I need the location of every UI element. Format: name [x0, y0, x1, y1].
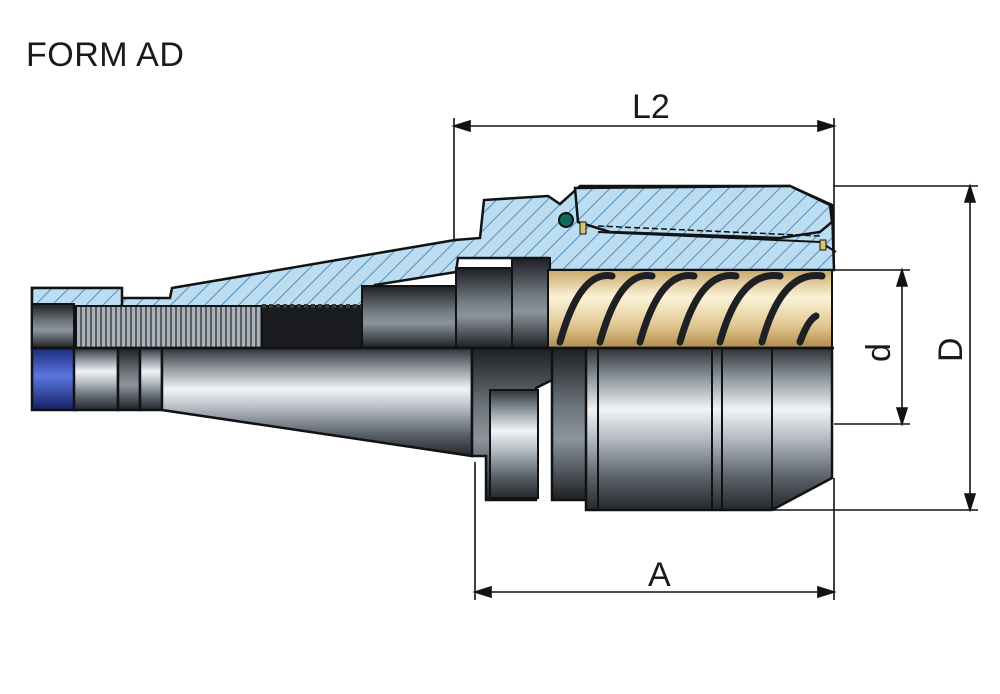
clamping-nut-section	[573, 184, 834, 240]
label-d-large: D	[932, 337, 970, 362]
page-title: FORM AD	[26, 36, 185, 74]
label-d-small: d	[860, 343, 898, 362]
taper-cone	[160, 346, 474, 458]
detent-ball	[558, 212, 574, 228]
label-l2: L2	[632, 88, 670, 126]
internal-thread	[75, 305, 267, 349]
pull-stud	[30, 346, 78, 412]
holder-body	[550, 346, 590, 502]
clamping-nut	[584, 346, 834, 512]
spring-coils	[556, 272, 826, 346]
label-a: A	[648, 556, 671, 594]
